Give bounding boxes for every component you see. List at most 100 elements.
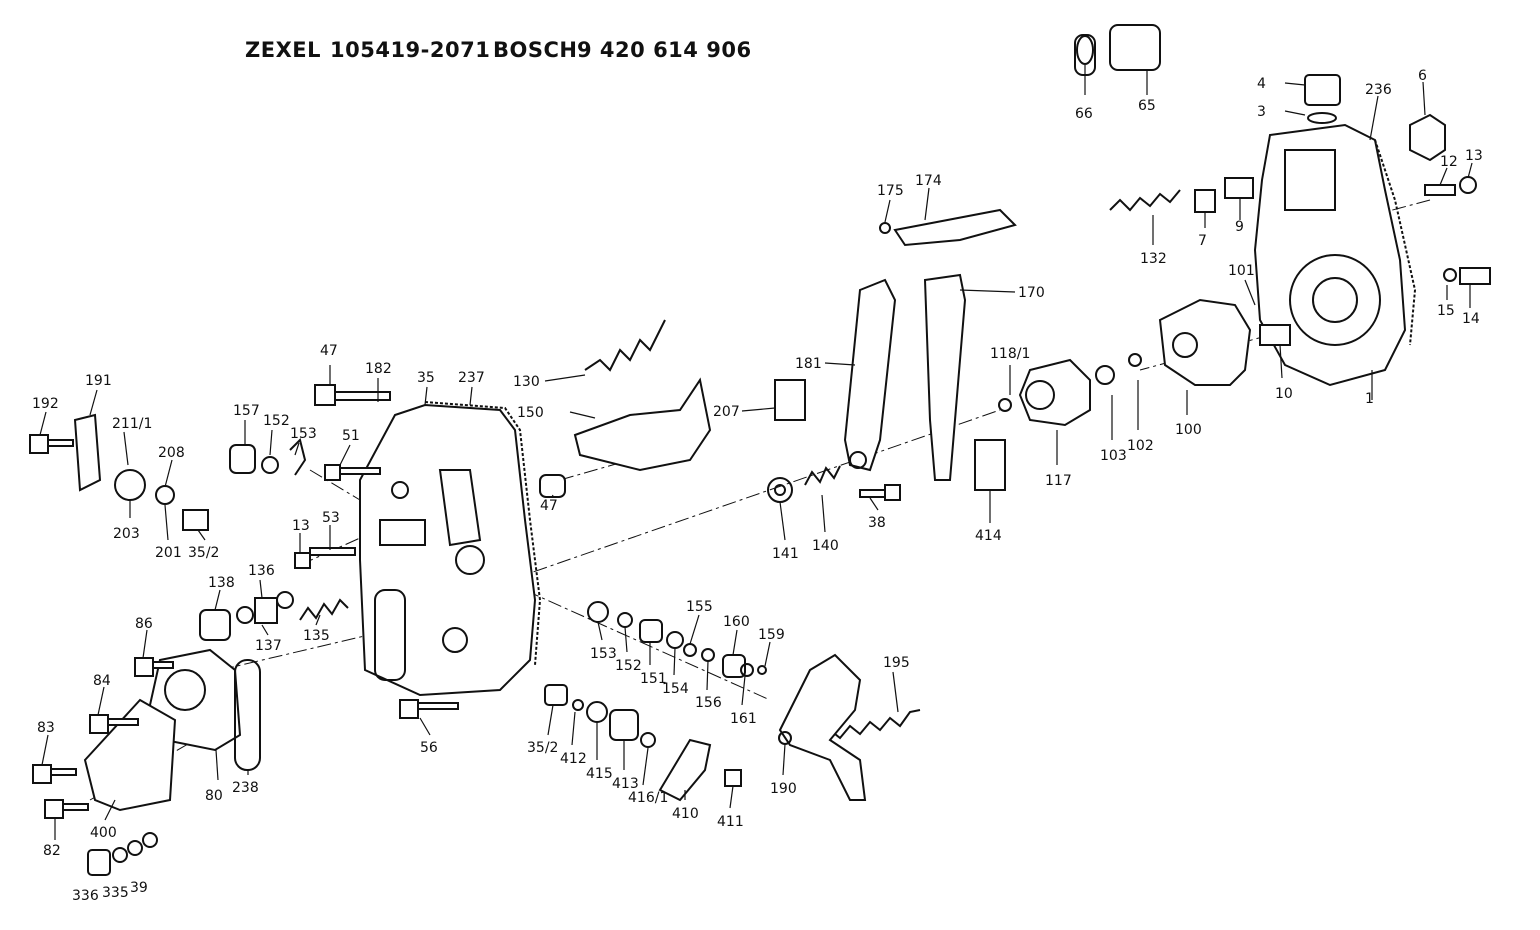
callout: 141 <box>772 546 799 562</box>
callout: 400 <box>90 825 117 841</box>
callout: 130 <box>513 374 540 390</box>
callout: 15 <box>1437 303 1455 319</box>
assembly-axis-lines <box>89 199 1431 801</box>
lever-190 <box>778 653 867 801</box>
callout: 47 <box>320 343 338 359</box>
plate-400 <box>83 698 177 812</box>
callout: 160 <box>723 614 750 630</box>
callout: 7 <box>1198 233 1207 249</box>
callout: 211/1 <box>112 416 152 432</box>
callout: 152 <box>263 413 290 429</box>
callout: 203 <box>113 526 140 542</box>
callout: 117 <box>1045 473 1072 489</box>
callout: 53 <box>322 510 340 526</box>
spring-135 <box>299 598 349 621</box>
callout: 175 <box>877 183 904 199</box>
callout: 412 <box>560 751 587 767</box>
callout: 13 <box>292 518 310 534</box>
callout: 35/2 <box>527 740 558 756</box>
callout: 415 <box>586 766 613 782</box>
callout: 150 <box>517 405 544 421</box>
callout: 12 <box>1440 154 1458 170</box>
callout: 38 <box>868 515 886 531</box>
callout: 181 <box>795 356 822 372</box>
callout: 138 <box>208 575 235 591</box>
callout: 10 <box>1275 386 1293 402</box>
callout: 336 <box>72 888 99 904</box>
callout: 208 <box>158 445 185 461</box>
bracket-207 <box>774 379 806 421</box>
leader-lines <box>39 65 1473 840</box>
callout: 47 <box>540 498 558 514</box>
callout: 132 <box>1140 251 1167 267</box>
sleeve-117 <box>1018 358 1091 427</box>
callout: 80 <box>205 788 223 804</box>
callout: 51 <box>342 428 360 444</box>
callout: 182 <box>365 361 392 377</box>
callout: 195 <box>883 655 910 671</box>
callout: 201 <box>155 545 182 561</box>
callout: 86 <box>135 616 153 632</box>
callout: 410 <box>672 806 699 822</box>
callout: 154 <box>662 681 689 697</box>
spring-195 <box>819 709 921 741</box>
callout: 151 <box>640 671 667 687</box>
callout: 413 <box>612 776 639 792</box>
callout: 170 <box>1018 285 1045 301</box>
callout: 103 <box>1100 448 1127 464</box>
callout: 39 <box>130 880 148 896</box>
header-bosch-code: 9 420 614 906 <box>577 38 752 62</box>
callout: 174 <box>915 173 942 189</box>
callout: 236 <box>1365 82 1392 98</box>
callout: 192 <box>32 396 59 412</box>
lever-181 <box>843 278 897 472</box>
callout: 161 <box>730 711 757 727</box>
callout: 35/2 <box>188 545 219 561</box>
gasket-237 <box>424 401 542 666</box>
header-zexel-code: 105419-2071 <box>330 38 491 62</box>
callout: 152 <box>615 658 642 674</box>
callout: 190 <box>770 781 797 797</box>
callout: 1 <box>1365 391 1374 407</box>
callout: 416/1 <box>628 790 668 806</box>
callout: 237 <box>458 370 485 386</box>
callout: 156 <box>695 695 722 711</box>
callout: 155 <box>686 599 713 615</box>
flyweight-assembly <box>1158 298 1252 386</box>
callout: 137 <box>255 638 282 654</box>
cover-80-bore <box>164 669 206 711</box>
lever-170 <box>923 273 967 481</box>
callout: 191 <box>85 373 112 389</box>
callout: 118/1 <box>990 346 1030 362</box>
callout: 238 <box>232 780 259 796</box>
callout: 65 <box>1138 98 1156 114</box>
callout: 14 <box>1462 311 1480 327</box>
callout: 135 <box>303 628 330 644</box>
callout: 159 <box>758 627 785 643</box>
callout: 207 <box>713 404 740 420</box>
callout: 140 <box>812 538 839 554</box>
header-brand-bosch: BOSCH <box>493 38 578 62</box>
callout: 102 <box>1127 438 1154 454</box>
callout: 13 <box>1465 148 1483 164</box>
spring-140 <box>804 465 841 486</box>
spring-130 <box>584 319 666 372</box>
callout: 100 <box>1175 422 1202 438</box>
callout: 136 <box>248 563 275 579</box>
callout: 3 <box>1257 104 1266 120</box>
callout: 82 <box>43 843 61 859</box>
pump-housing <box>1253 123 1417 387</box>
callout: 84 <box>93 673 111 689</box>
lever-174 <box>893 208 1017 247</box>
callout: 66 <box>1075 106 1093 122</box>
header-brand-zexel: ZEXEL <box>245 38 321 62</box>
callout: 411 <box>717 814 744 830</box>
callout: 101 <box>1228 263 1255 279</box>
lever-410 <box>658 738 712 802</box>
callout: 83 <box>37 720 55 736</box>
tension-lever-150 <box>573 377 712 472</box>
callout: 414 <box>975 528 1002 544</box>
spring-132 <box>1109 189 1181 212</box>
